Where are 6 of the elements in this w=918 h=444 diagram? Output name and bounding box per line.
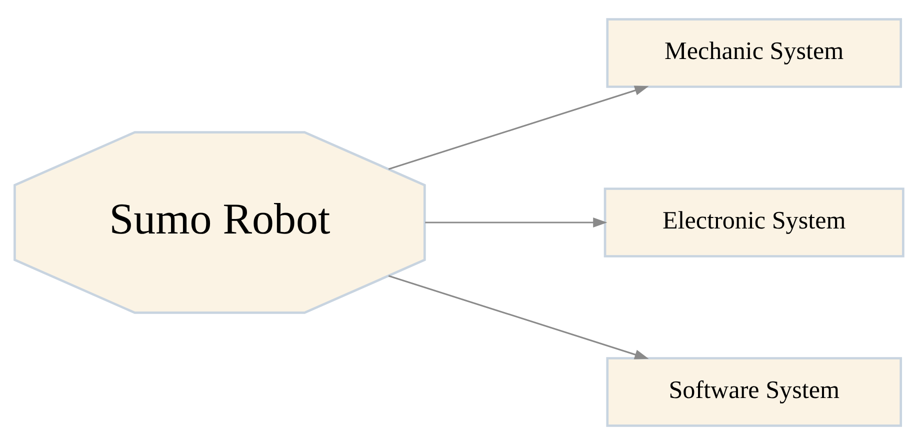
arrow — [425, 217, 608, 227]
arrow — [388, 274, 649, 359]
node-box: Software System — [606, 356, 902, 426]
node-box: Mechanic System — [606, 18, 902, 88]
arrow — [388, 85, 649, 170]
node-box: Electronic System — [604, 187, 904, 257]
